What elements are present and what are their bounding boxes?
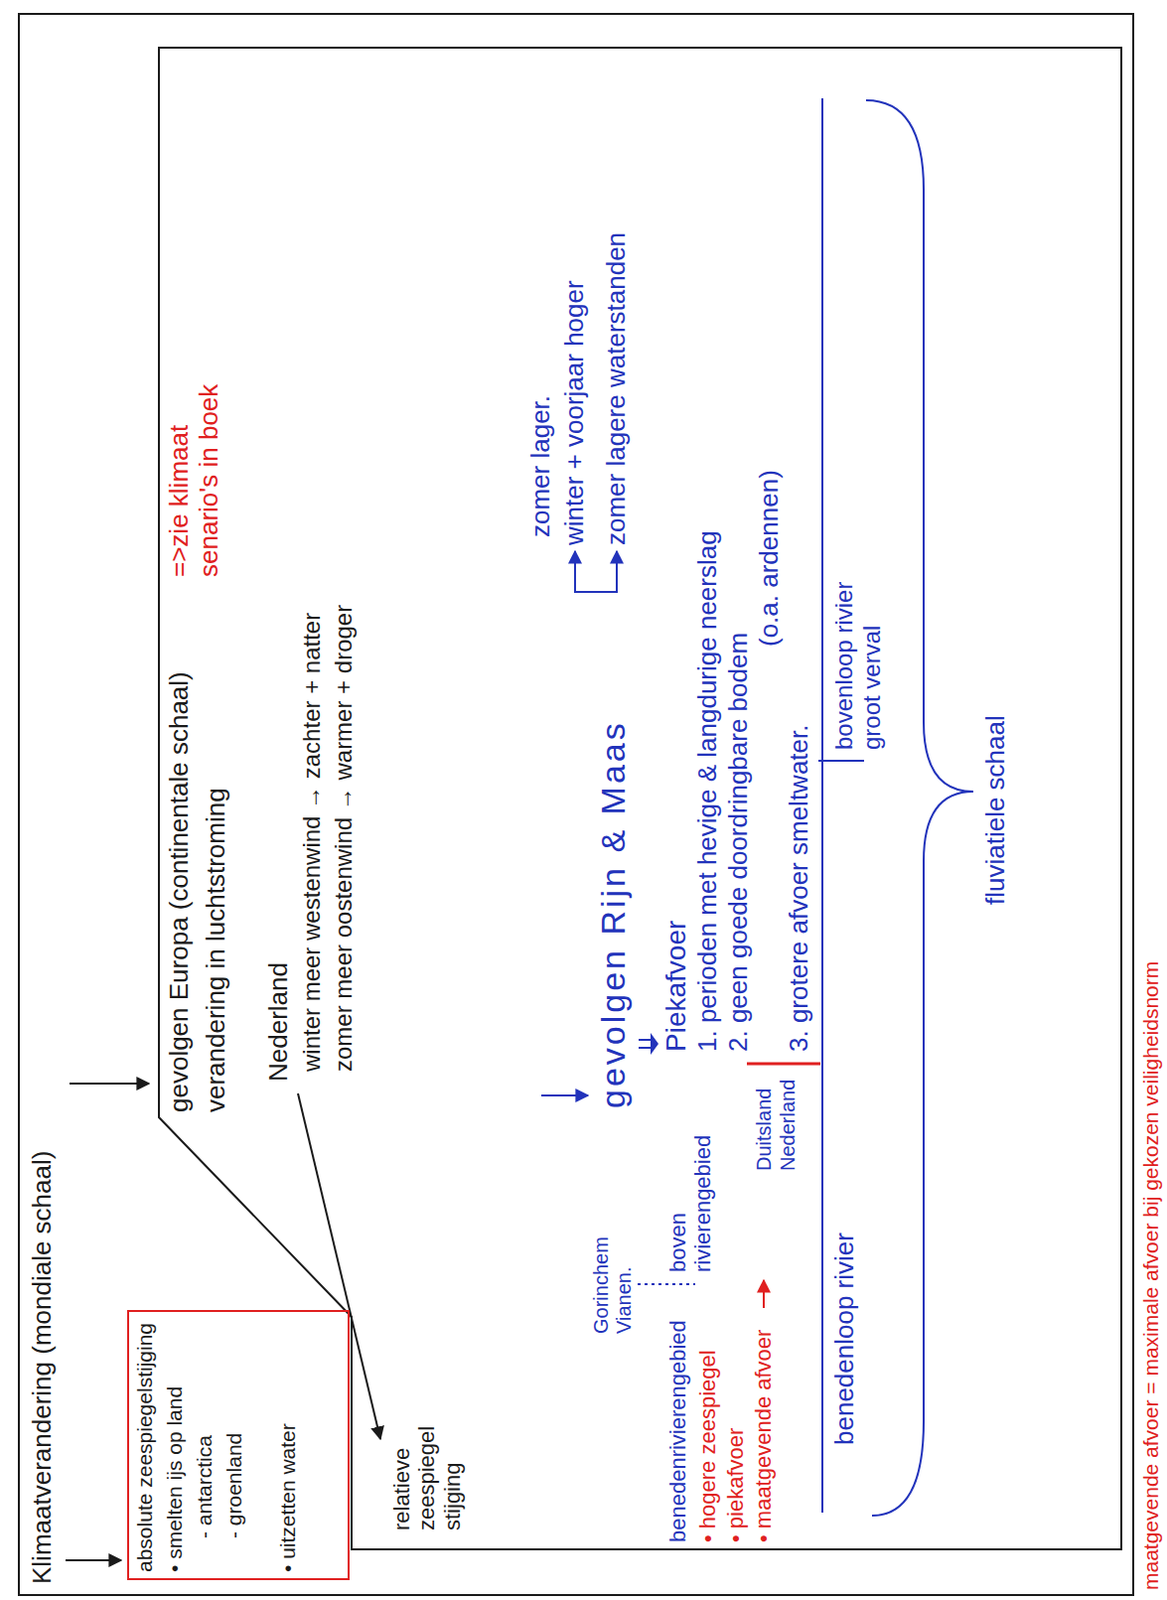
hook-arrow <box>575 551 594 592</box>
scale-label: fluviatiele schaal <box>981 715 1012 905</box>
list-item: 3. grotere afvoer smeltwater. <box>784 725 815 1052</box>
note-text: winter + voorjaar hoger <box>560 280 590 546</box>
note-text: zomer lager. <box>526 395 557 538</box>
bullet-text: - groenland <box>222 1433 247 1539</box>
list-item: 1. perioden met hevige & langdurige neer… <box>693 530 724 1052</box>
frame-outline-path <box>158 47 1122 1550</box>
region-label: boven rivierengebied <box>665 1103 717 1273</box>
arrow-line <box>69 1082 149 1085</box>
note-text: gevolgen Europa (continentale schaal) <box>164 671 195 1113</box>
river-line <box>821 98 824 1513</box>
arrow-line <box>541 1094 588 1097</box>
list-item: 2. geen goede doordringbare bodem <box>724 632 754 1052</box>
hook-arrow <box>593 551 617 592</box>
arrow-line <box>297 1093 381 1440</box>
bullet-text: • maatgevende afvoer <box>750 1329 776 1543</box>
arrow-line <box>762 1280 765 1309</box>
double-arrow <box>638 1039 652 1048</box>
bullet-text: • piekafvoer <box>723 1428 748 1543</box>
box-heading: absolute zeespiegelstijging <box>133 1322 157 1573</box>
note-text: verandering in luchtstroming <box>201 787 232 1113</box>
note-heading: Piekafvoer <box>660 920 693 1052</box>
river-label: benedenloop rivier <box>830 1232 861 1446</box>
reference-note: =>zie klimaat senario's in boek <box>164 328 225 578</box>
definition-caption: maatgevende afvoer = maximale afvoer bij… <box>1139 961 1164 1591</box>
border-line <box>746 1062 821 1066</box>
note-text: relatieve zeespiegel stijging <box>389 1406 465 1531</box>
note-text: Nederland <box>264 962 294 1082</box>
note-text: gevolgen Rijn & Maas <box>593 720 633 1109</box>
outer-frame: absolute zeespiegelstijging• smelten ijs… <box>17 12 1135 1597</box>
country-label: Nederland <box>776 1079 800 1171</box>
curly-brace <box>866 100 974 1516</box>
double-arrow-head <box>650 1032 659 1055</box>
region-label: benedenrivierengebied <box>665 1319 691 1543</box>
diagram-title: Klimaatverandering (mondiale schaal) <box>27 1151 58 1585</box>
bullet-text: - antarctica <box>192 1435 217 1539</box>
note-text: winter meer westenwind → zachter + natte… <box>297 612 326 1072</box>
place-name: Gorinchem Vianen. <box>589 1224 636 1334</box>
bullet-text: • smelten ijs op land <box>162 1386 187 1573</box>
river-divider <box>818 759 865 762</box>
absolute-box: absolute zeespiegelstijging• smelten ijs… <box>127 1310 350 1581</box>
bullet-text: • hogere zeespiegel <box>695 1349 721 1543</box>
note-text: zomer meer oostenwind → warmer + droger <box>329 604 358 1072</box>
note-text: (o.a. ardennen) <box>754 469 785 647</box>
bullet-text: • uitzetten water <box>276 1423 300 1573</box>
note-text: zomer lagere waterstanden <box>601 232 632 546</box>
dotted-divider <box>637 1283 696 1286</box>
river-label: bovenloop rivier groot verval <box>830 551 885 750</box>
arrow-line <box>65 1559 122 1562</box>
inner-frame: gevolgen Europa (continentale schaal) =>z… <box>157 46 1123 1551</box>
country-label: Duitsland <box>752 1088 776 1171</box>
